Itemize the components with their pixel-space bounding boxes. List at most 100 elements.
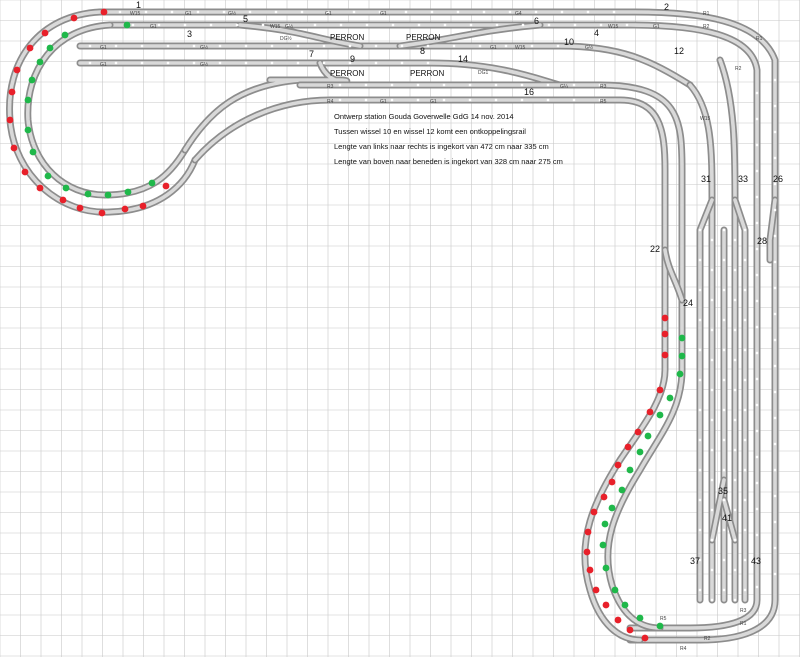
track-joint-marker xyxy=(773,312,777,316)
track-joint-marker xyxy=(625,23,629,27)
track-joint-marker xyxy=(773,156,777,160)
segment-r1-a: R1 xyxy=(703,11,710,17)
track-joint-marker xyxy=(722,438,726,442)
track-joint-marker xyxy=(296,61,300,65)
track-joint-marker xyxy=(698,258,702,262)
green-signal-marker xyxy=(678,334,686,342)
track-joint-marker xyxy=(452,44,456,48)
track-joint-marker xyxy=(710,298,714,302)
track-joint-marker xyxy=(733,268,737,272)
track-joint-marker xyxy=(755,403,759,407)
segment-w15-d: W15 xyxy=(515,45,526,51)
green-signal-marker xyxy=(626,466,634,474)
green-signal-marker xyxy=(29,148,37,156)
green-signal-marker xyxy=(599,541,607,549)
segment-g1-c: G1 xyxy=(380,11,387,17)
switch-8: 8 xyxy=(420,46,425,56)
track-joint-marker xyxy=(722,288,726,292)
track-joint-marker xyxy=(287,23,291,27)
red-signal-marker xyxy=(661,314,669,322)
track-joint-marker xyxy=(733,238,737,242)
track-joint-marker xyxy=(390,98,394,102)
track-joint-marker xyxy=(364,83,368,87)
track-joint-marker xyxy=(378,10,382,14)
track-joint-marker xyxy=(348,61,352,65)
track-joint-marker xyxy=(733,448,737,452)
segment-dg1: DG1 xyxy=(478,70,489,76)
red-signal-marker xyxy=(634,428,642,436)
track-joint-marker xyxy=(114,44,118,48)
switch-28: 28 xyxy=(757,236,767,246)
track-joint-marker xyxy=(547,23,551,27)
track-joint-marker xyxy=(698,348,702,352)
switch-35: 35 xyxy=(718,486,728,496)
track-joint-marker xyxy=(755,273,759,277)
track-return-inner xyxy=(193,98,667,642)
red-signal-marker xyxy=(661,351,669,359)
track-diagonal-1-inner xyxy=(183,61,349,152)
track-joint-marker xyxy=(365,23,369,27)
track-joint-marker xyxy=(755,533,759,537)
track-top-outer-inner xyxy=(98,10,777,642)
track-joint-marker xyxy=(560,10,564,14)
segment-r2-c: R2 xyxy=(704,636,711,642)
track-joint-marker xyxy=(374,44,378,48)
track-joint-marker xyxy=(573,23,577,27)
red-signal-marker xyxy=(21,168,29,176)
track-joint-marker xyxy=(710,418,714,422)
track-right-siding-inner xyxy=(768,198,777,262)
segment-r3-a: R3 xyxy=(600,84,607,90)
track-joint-marker xyxy=(710,358,714,362)
track-joint-marker xyxy=(400,61,404,65)
track-joint-marker xyxy=(773,78,777,82)
track-joint-marker xyxy=(698,228,702,232)
green-signal-marker xyxy=(644,432,652,440)
track-joint-marker xyxy=(426,44,430,48)
track-joint-marker xyxy=(339,23,343,27)
red-signal-marker xyxy=(121,205,129,213)
track-joint-marker xyxy=(733,328,737,332)
track-joint-marker xyxy=(192,44,196,48)
segment-r1-b: R1 xyxy=(756,36,763,42)
green-signal-marker xyxy=(602,564,610,572)
track-joint-marker xyxy=(773,208,777,212)
track-joint-marker xyxy=(733,298,737,302)
switch-33: 33 xyxy=(738,174,748,184)
green-signal-marker xyxy=(676,370,684,378)
track-joint-marker xyxy=(722,348,726,352)
segment-g1-b: G1 xyxy=(325,11,332,17)
track-joint-marker xyxy=(520,83,524,87)
track-joint-marker xyxy=(504,44,508,48)
track-joint-marker xyxy=(521,23,525,27)
track-joint-marker xyxy=(755,169,759,173)
red-signal-marker xyxy=(626,626,634,634)
segment-g1-f: G1 xyxy=(100,45,107,51)
track-joint-marker xyxy=(698,378,702,382)
track-joint-marker xyxy=(430,10,434,14)
track-joint-marker xyxy=(698,528,702,532)
track-joint-marker xyxy=(322,44,326,48)
green-signal-marker xyxy=(656,411,664,419)
segment-g-quarter: G¼ xyxy=(560,84,569,90)
track-joint-marker xyxy=(404,10,408,14)
red-signal-marker xyxy=(641,634,649,642)
track-yard-b-inner xyxy=(718,58,737,602)
segment-g4: G4 xyxy=(515,11,522,17)
track-joint-marker xyxy=(733,358,737,362)
segment-r4-b: R4 xyxy=(680,646,687,652)
green-signal-marker xyxy=(618,486,626,494)
track-joint-marker xyxy=(710,478,714,482)
switch-12: 12 xyxy=(674,46,684,56)
track-joint-marker xyxy=(468,98,472,102)
segment-g1-g: G1 xyxy=(490,45,497,51)
track-joint-marker xyxy=(698,468,702,472)
segment-r3-b: R3 xyxy=(327,84,334,90)
track-joint-marker xyxy=(244,61,248,65)
green-signal-marker xyxy=(84,190,92,198)
track-joint-marker xyxy=(270,44,274,48)
track-joint-marker xyxy=(114,61,118,65)
track-joint-marker xyxy=(443,23,447,27)
track-joint-marker xyxy=(755,455,759,459)
track-joint-marker xyxy=(598,83,602,87)
segment-w15-e: W15 xyxy=(700,116,711,122)
